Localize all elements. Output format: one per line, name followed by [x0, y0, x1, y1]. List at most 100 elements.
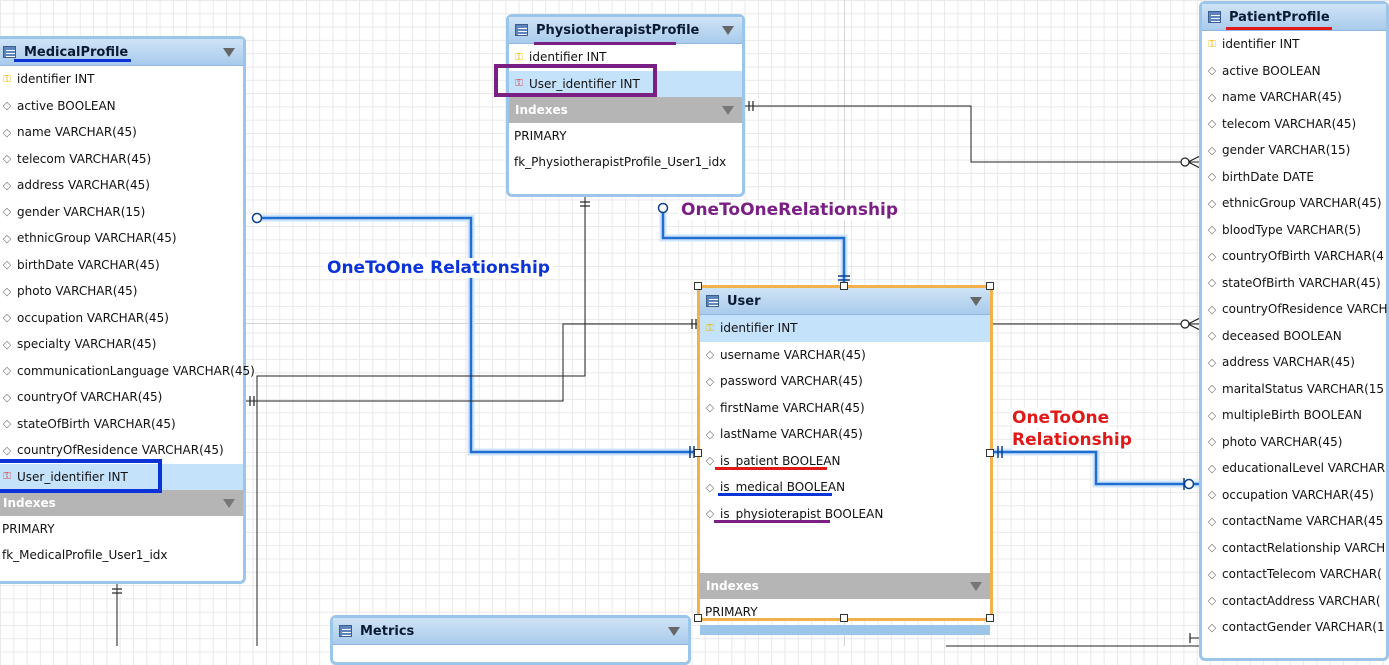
column-row[interactable]: ◇contactRelationship VARCH	[1202, 535, 1386, 562]
collapse-arrow-icon[interactable]	[722, 106, 734, 115]
collapse-arrow-icon[interactable]	[970, 297, 982, 306]
column-row[interactable]: ⚿ User_identifier INT	[509, 70, 742, 97]
column-name: contactName VARCHAR(45	[1222, 514, 1384, 529]
resize-handle[interactable]	[986, 614, 994, 622]
relationship-label-purple: OneToOneRelationship	[678, 200, 902, 220]
column-row[interactable]: ◇occupation VARCHAR(45)	[0, 305, 243, 332]
metrics-table[interactable]: Metrics	[330, 615, 691, 665]
patient-profile-header[interactable]: PatientProfile	[1202, 4, 1386, 31]
column-row[interactable]: ◇active BOOLEAN	[0, 93, 243, 120]
collapse-arrow-icon[interactable]	[223, 499, 235, 508]
user-header[interactable]: User	[700, 288, 990, 315]
column-diamond-icon: ◇	[705, 480, 715, 494]
column-row[interactable]: ◇firstName VARCHAR(45)	[700, 395, 990, 422]
column-diamond-icon: ◇	[1207, 620, 1217, 634]
collapse-arrow-icon[interactable]	[722, 26, 734, 35]
index-row[interactable]: fk_PhysiotherapistProfile_User1_idx	[514, 155, 727, 169]
physiotherapist-profile-header[interactable]: PhysiotherapistProfile	[509, 17, 742, 44]
column-row[interactable]: ◇maritalStatus VARCHAR(15	[1202, 376, 1386, 403]
resize-handle[interactable]	[694, 614, 702, 622]
column-diamond-icon: ◇	[1207, 329, 1217, 343]
foreign-key-icon: ⚿	[515, 78, 523, 90]
collapse-arrow-icon[interactable]	[223, 48, 235, 57]
index-row[interactable]: PRIMARY	[2, 522, 55, 536]
index-row[interactable]: PRIMARY	[514, 129, 567, 143]
title-underline-purple	[534, 42, 676, 45]
column-row[interactable]: ⚿identifier INT	[509, 44, 742, 71]
metrics-header[interactable]: Metrics	[333, 618, 688, 645]
column-diamond-icon: ◇	[2, 205, 12, 219]
column-row[interactable]: ◇gender VARCHAR(15)	[0, 199, 243, 226]
column-row[interactable]: ⚿identifier INT	[1202, 31, 1386, 58]
resize-handle[interactable]	[694, 449, 702, 457]
column-row[interactable]: ◇telecom VARCHAR(45)	[1202, 111, 1386, 138]
column-row[interactable]: ◇countryOfBirth VARCHAR(4	[1202, 243, 1386, 270]
column-row[interactable]: ◇countryOfResidence VARCHAR(45)	[0, 437, 243, 464]
column-diamond-icon: ◇	[1207, 461, 1217, 475]
column-row[interactable]: ◇is_patient BOOLEAN	[700, 448, 990, 475]
column-row[interactable]: ◇is_physioterapist BOOLEAN	[700, 501, 990, 528]
indexes-header[interactable]: Indexes	[509, 97, 742, 123]
medical-profile-table[interactable]: MedicalProfile ⚿identifier INT◇active BO…	[0, 36, 255, 584]
collapse-arrow-icon[interactable]	[970, 582, 982, 591]
column-name: active BOOLEAN	[17, 98, 116, 113]
column-row[interactable]: ◇birthDate DATE	[1202, 164, 1386, 191]
column-name: User_identifier INT	[529, 76, 640, 91]
column-row[interactable]: ◇address VARCHAR(45)	[1202, 349, 1386, 376]
column-diamond-icon: ◇	[1207, 488, 1217, 502]
column-row[interactable]: ⚿User_identifier INT	[0, 463, 243, 490]
column-row[interactable]: ◇countryOf VARCHAR(45)	[0, 384, 243, 411]
column-name: occupation VARCHAR(45)	[1222, 487, 1374, 502]
column-row[interactable]: ◇stateOfBirth VARCHAR(45)	[0, 411, 243, 438]
column-row[interactable]: ◇multipleBirth BOOLEAN	[1202, 402, 1386, 429]
column-row[interactable]: ⚿identifier INT	[0, 66, 243, 93]
column-row[interactable]: ◇bloodType VARCHAR(5)	[1202, 217, 1386, 244]
user-table[interactable]: User ⚿identifier INT◇username VARCHAR(45…	[697, 285, 993, 635]
column-row[interactable]: ◇contactTelecom VARCHAR(	[1202, 561, 1386, 588]
column-row[interactable]: ◇contactAddress VARCHAR(	[1202, 588, 1386, 615]
resize-handle[interactable]	[840, 282, 848, 290]
column-row[interactable]: ◇specialty VARCHAR(45)	[0, 331, 243, 358]
column-name: name VARCHAR(45)	[1222, 90, 1342, 105]
column-row[interactable]: ◇contactGender VARCHAR(1	[1202, 614, 1386, 641]
column-row[interactable]: ◇stateOfBirth VARCHAR(45)	[1202, 270, 1386, 297]
resize-handle[interactable]	[694, 282, 702, 290]
column-row[interactable]: ◇ name VARCHAR(45)	[1202, 84, 1386, 111]
column-row[interactable]: ◇communicationLanguage VARCHAR(45)	[0, 358, 255, 385]
column-row[interactable]: ◇lastName VARCHAR(45)	[700, 421, 990, 448]
indexes-header[interactable]: Indexes	[0, 490, 243, 516]
physiotherapist-profile-indexes: PRIMARY fk_PhysiotherapistProfile_User1_i…	[509, 123, 742, 175]
indexes-header[interactable]: Indexes	[700, 573, 990, 599]
column-row[interactable]: ◇contactName VARCHAR(45	[1202, 508, 1386, 535]
column-row[interactable]: ◇countryOfResidence VARCH	[1202, 296, 1388, 323]
column-row[interactable]: ◇address VARCHAR(45)	[0, 172, 243, 199]
column-diamond-icon: ◇	[1207, 90, 1217, 104]
resize-handle[interactable]	[840, 614, 848, 622]
column-row[interactable]: ◇birthDate VARCHAR(45)	[0, 252, 243, 279]
column-row[interactable]: ◇telecom VARCHAR(45)	[0, 146, 243, 173]
column-row[interactable]: ◇active BOOLEAN	[1202, 58, 1386, 85]
column-row[interactable]: ◇educationalLevel VARCHAR	[1202, 455, 1386, 482]
column-row[interactable]: ◇is_medical BOOLEAN	[700, 474, 990, 501]
column-row[interactable]: ◇photo VARCHAR(45)	[1202, 429, 1386, 456]
index-row[interactable]: PRIMARY	[705, 605, 758, 619]
column-row[interactable]: ◇gender VARCHAR(15)	[1202, 137, 1386, 164]
column-row[interactable]: ◇username VARCHAR(45)	[700, 342, 990, 369]
column-row[interactable]: ⚿identifier INT	[700, 315, 990, 342]
column-row[interactable]: ◇photo VARCHAR(45)	[0, 278, 243, 305]
column-row[interactable]: ◇ethnicGroup VARCHAR(45)	[0, 225, 243, 252]
column-row[interactable]: ◇deceased BOOLEAN	[1202, 323, 1386, 350]
user-empty-space	[700, 527, 990, 573]
collapse-arrow-icon[interactable]	[668, 627, 680, 636]
resize-handle[interactable]	[986, 449, 994, 457]
patient-profile-table[interactable]: PatientProfile ⚿identifier INT◇active BO…	[1199, 1, 1389, 661]
column-row[interactable]: ◇name VARCHAR(45)	[0, 119, 243, 146]
column-name: countryOfResidence VARCHAR(45)	[17, 443, 224, 458]
column-row[interactable]: ◇ethnicGroup VARCHAR(45)	[1202, 190, 1386, 217]
column-row[interactable]: ◇ occupation VARCHAR(45)	[1202, 482, 1386, 509]
column-name: telecom VARCHAR(45)	[1222, 116, 1357, 131]
index-row[interactable]: fk_MedicalProfile_User1_idx	[2, 548, 168, 562]
column-row[interactable]: ◇password VARCHAR(45)	[700, 368, 990, 395]
resize-handle[interactable]	[986, 282, 994, 290]
